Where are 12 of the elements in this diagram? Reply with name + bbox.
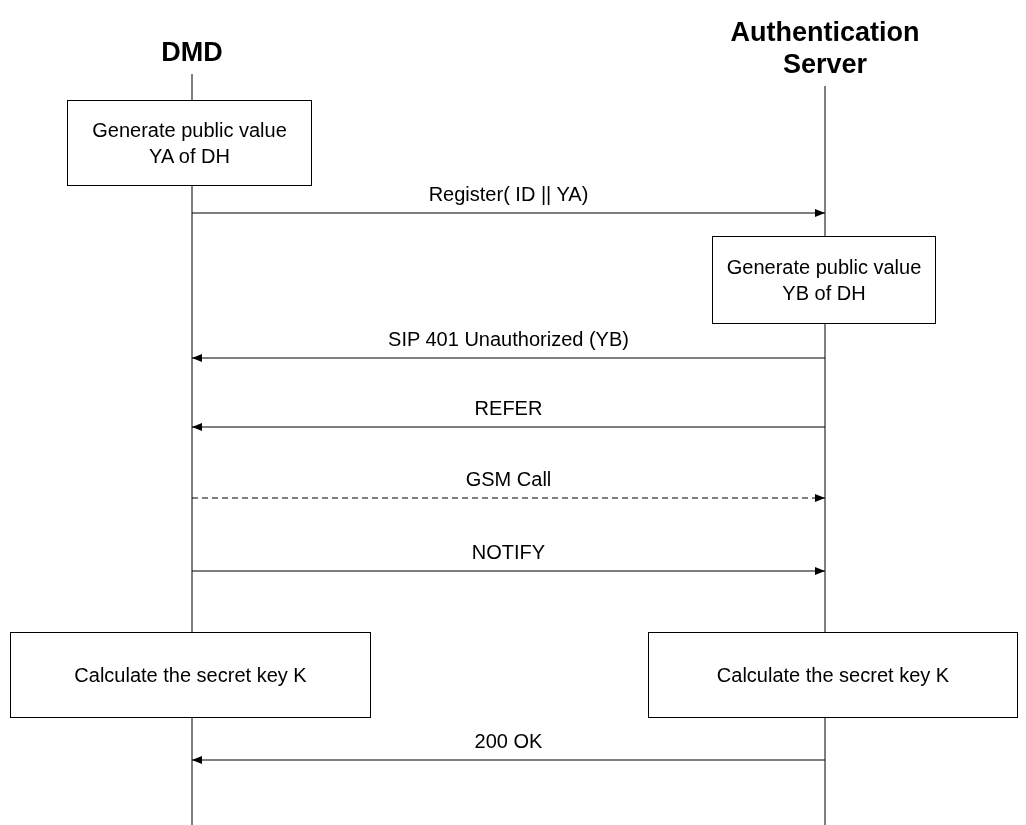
process-box: Generate public value YB of DH (712, 236, 936, 324)
arrow (191, 423, 826, 431)
participant-label: Authentication Server (729, 16, 921, 81)
process-box: Calculate the secret key K (648, 632, 1018, 718)
arrow (191, 494, 826, 502)
arrow (191, 209, 826, 217)
arrow (191, 567, 826, 575)
arrow (191, 354, 826, 362)
process-box: Calculate the secret key K (10, 632, 371, 718)
participant-label: DMD (160, 36, 224, 69)
arrow (191, 756, 826, 764)
process-box: Generate public value YA of DH (67, 100, 312, 186)
